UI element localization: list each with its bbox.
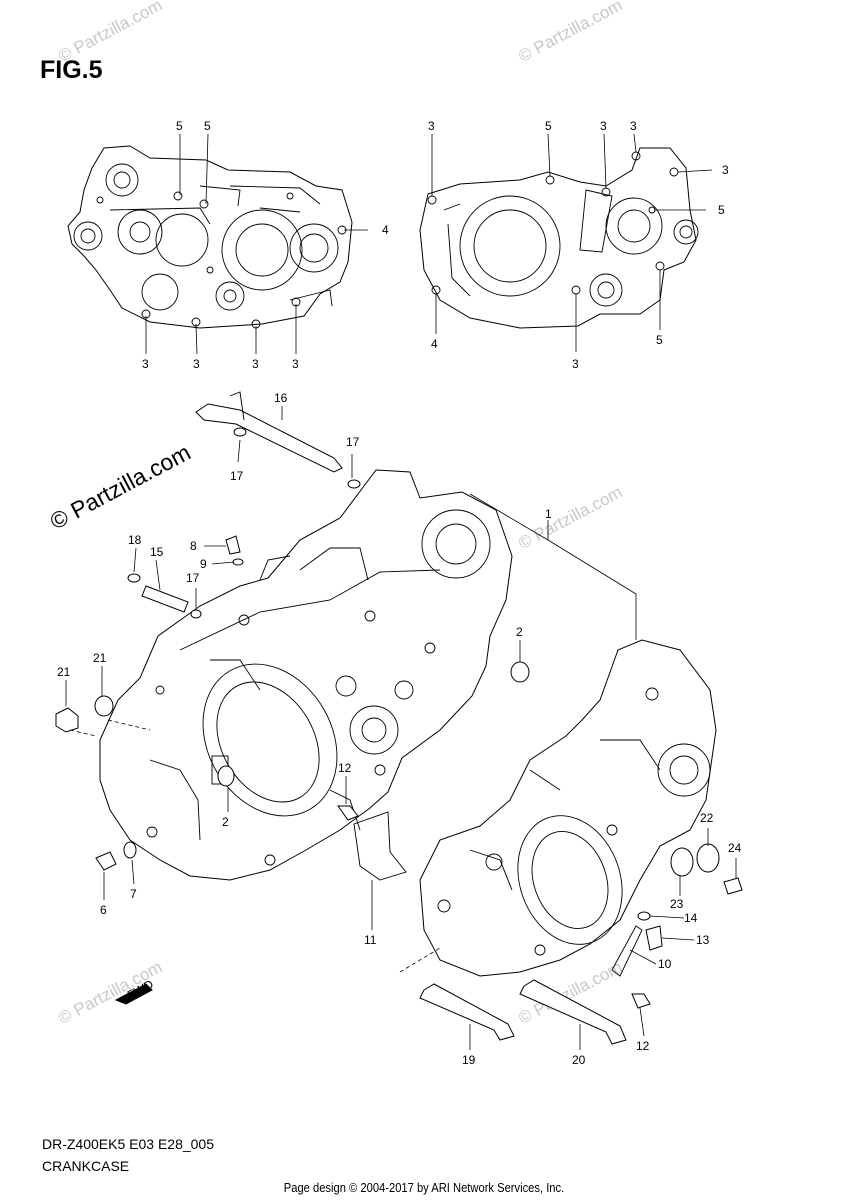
- callout-5: 5: [176, 119, 183, 133]
- callout-5: 5: [656, 333, 663, 347]
- callout-12: 12: [636, 1039, 650, 1053]
- callout-22: 22: [700, 811, 714, 825]
- callout-21: 21: [57, 665, 71, 679]
- callout-23: 23: [670, 897, 684, 911]
- callout-5: 5: [204, 119, 211, 133]
- callout-3: 3: [193, 357, 200, 371]
- callout-11: 11: [364, 933, 377, 947]
- callout-6: 6: [100, 903, 107, 917]
- callout-14: 14: [684, 911, 698, 925]
- callout-7: 7: [130, 887, 137, 901]
- lower-leader-lines: [65, 406, 737, 1050]
- crankcase-left-view: [67, 145, 353, 329]
- callout-13: 13: [696, 933, 710, 947]
- crankcase-left-half: [99, 469, 513, 881]
- callout-10: 10: [658, 957, 672, 971]
- callout-16: 16: [274, 391, 288, 405]
- crankcase-right-view: [419, 147, 699, 329]
- assembly-lines: [69, 719, 441, 973]
- callout-20: 20: [572, 1053, 586, 1067]
- section-name: CRANKCASE: [42, 1158, 130, 1174]
- callout-4: 4: [431, 337, 438, 351]
- callout-17: 17: [230, 469, 244, 483]
- callout-3: 3: [572, 357, 579, 371]
- page-footer: Page design © 2004-2017 by ARI Network S…: [283, 1180, 565, 1195]
- callout-8: 8: [190, 539, 197, 553]
- callout-4: 4: [382, 223, 389, 237]
- callout-3: 3: [428, 119, 435, 133]
- callout-5: 5: [545, 119, 552, 133]
- callout-numbers: 5 5 4 3 3 3 3 3 5 3 3 3 5 4 3 5 16 17 17…: [57, 119, 742, 1067]
- top-leader-lines: [145, 133, 713, 355]
- callout-3: 3: [600, 119, 607, 133]
- callout-9: 9: [200, 557, 207, 571]
- callout-5: 5: [718, 203, 725, 217]
- figure-title: FIG.5: [40, 56, 103, 84]
- small-parts: [55, 391, 743, 1045]
- callout-19: 19: [462, 1053, 476, 1067]
- callout-3: 3: [722, 163, 729, 177]
- callout-3: 3: [142, 357, 149, 371]
- callout-21: 21: [93, 651, 107, 665]
- callout-3: 3: [252, 357, 259, 371]
- callout-3: 3: [630, 119, 637, 133]
- callout-2: 2: [222, 815, 229, 829]
- callout-24: 24: [728, 841, 742, 855]
- callout-17: 17: [186, 571, 200, 585]
- callout-1: 1: [545, 507, 552, 521]
- callout-12: 12: [338, 761, 352, 775]
- callout-17: 17: [346, 435, 360, 449]
- callout-3: 3: [292, 357, 299, 371]
- callout-2: 2: [516, 625, 523, 639]
- fwd-arrow: FWD: [114, 977, 156, 1005]
- callout-18: 18: [128, 533, 142, 547]
- model-code: DR-Z400EK5 E03 E28_005: [42, 1136, 214, 1152]
- fwd-label: FWD: [125, 977, 156, 1002]
- callout-15: 15: [150, 545, 164, 559]
- crankcase-right-half: [419, 639, 717, 977]
